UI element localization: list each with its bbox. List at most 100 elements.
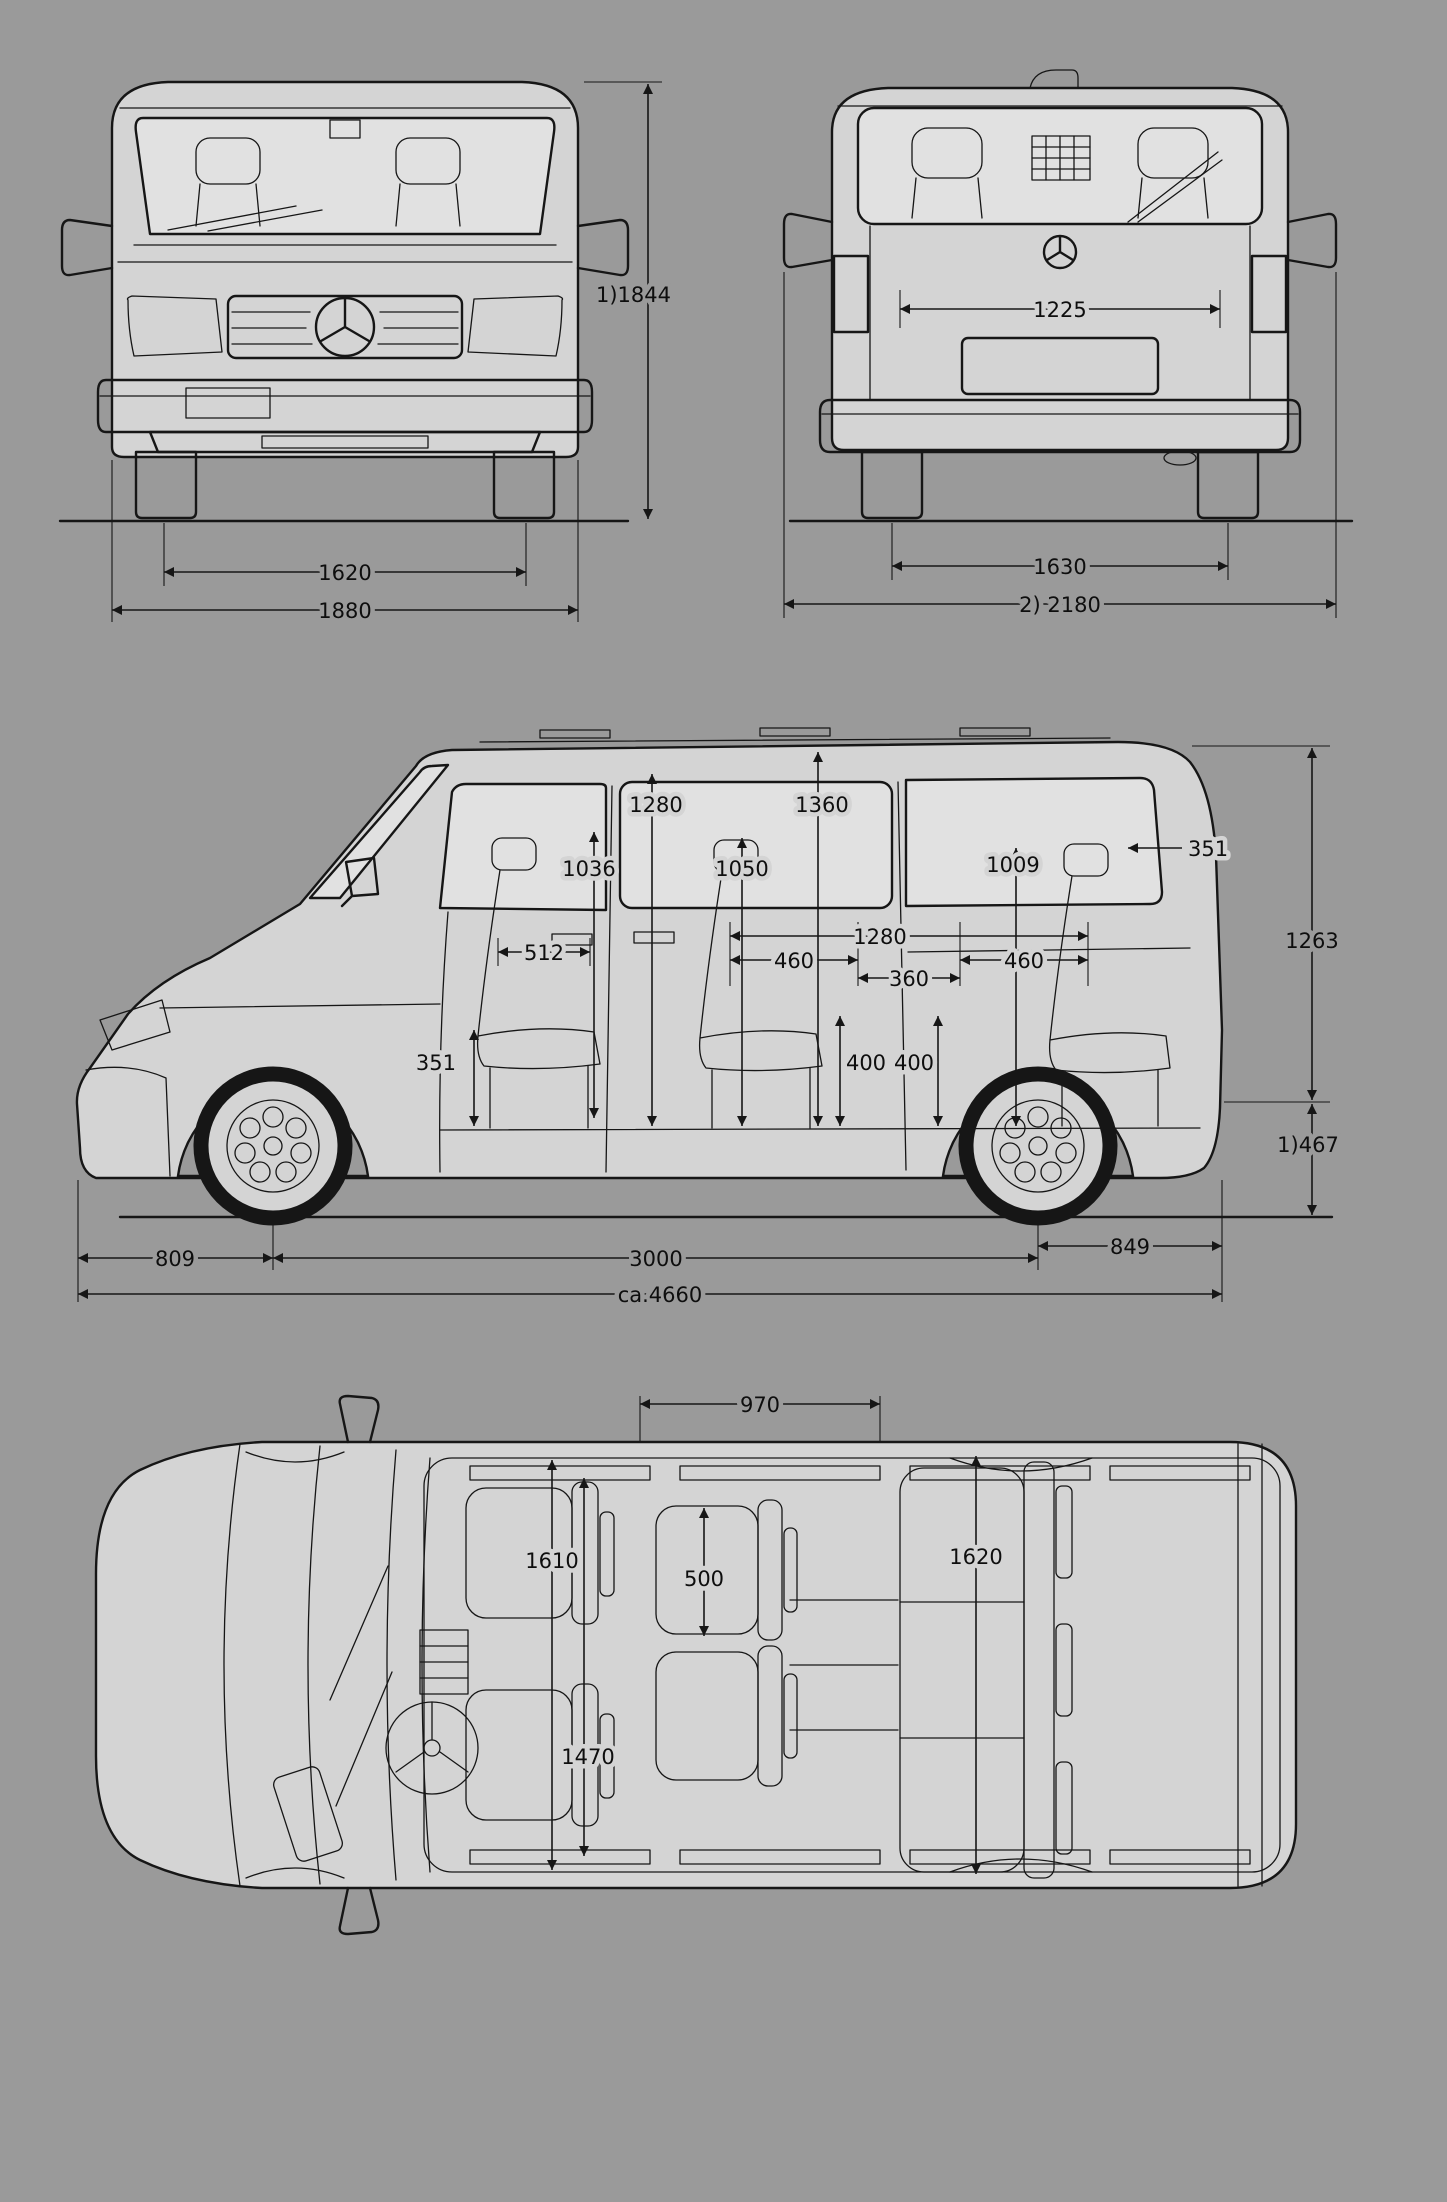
rear-star-icon — [1042, 234, 1078, 270]
left-tail-light — [832, 254, 870, 334]
floor-line — [439, 1127, 1201, 1131]
rear-right-tire — [1196, 450, 1260, 520]
dim-seat-height-mid: 400 — [846, 1051, 886, 1075]
roof-antenna — [1029, 69, 1079, 89]
license-plate-recess — [960, 336, 1160, 396]
dim-overall-length: ca.4660 — [618, 1283, 703, 1307]
dim-rear-overhang: 849 — [1110, 1235, 1150, 1259]
floor-rails — [789, 1599, 899, 1731]
dim-seat-pitch-3: 460 — [1004, 949, 1044, 973]
top-body — [94, 1440, 1298, 1890]
rear-bumper — [818, 398, 1302, 454]
sliding-door-rail — [907, 947, 1191, 953]
rear-arch-bulges — [949, 1457, 1093, 1873]
top-wipers — [329, 1565, 393, 1807]
tailgate-lines — [1237, 1443, 1263, 1887]
dim-seat-height-rear: 400 — [894, 1051, 934, 1075]
middle-row-seat-right — [655, 1645, 798, 1787]
top-dimensions: 970 1610 1470 500 1620 — [521, 1389, 1007, 1874]
rear-bench — [899, 1461, 1073, 1879]
rear-wiper — [1127, 151, 1223, 223]
rear-wheel — [958, 1066, 1118, 1226]
steered-front-wheel — [273, 1766, 343, 1862]
hood-cut-line — [223, 1443, 241, 1887]
center-vent-grid — [1031, 135, 1091, 181]
dim-front-interior-width: 1610 — [525, 1549, 578, 1573]
top-view: 970 1610 1470 500 1620 — [94, 1389, 1298, 1936]
top-left-mirror — [338, 1394, 380, 1444]
rear-left-tire — [860, 450, 924, 520]
side-headlight — [99, 999, 171, 1051]
center-console — [419, 1629, 469, 1695]
roof-strips — [469, 1465, 1251, 1865]
dim-rear-seat-clearance: 351 — [1188, 837, 1228, 861]
front-bumper — [96, 378, 594, 434]
mercedes-star-icon — [314, 296, 376, 358]
rear-right-mirror — [1286, 212, 1338, 269]
dim-overall-height: 1)1844 — [596, 283, 671, 307]
dim-front-seat-length: 512 — [524, 941, 564, 965]
rear-left-mirror — [782, 212, 834, 269]
dim-front-seat-height: 351 — [416, 1051, 456, 1075]
dim-rear-interior-width: 1620 — [949, 1545, 1002, 1569]
front-left-tire — [134, 450, 198, 520]
dim-mid-interior-height: 1360 — [795, 793, 848, 817]
dim-rear-headroom: 1009 — [986, 853, 1039, 877]
front-bumper-edge — [85, 1066, 171, 1177]
rear-headrests — [911, 127, 1209, 219]
front-door-window — [438, 782, 608, 912]
dim-front-overhang: 809 — [155, 1247, 195, 1271]
right-tail-light — [1250, 254, 1288, 334]
dim-center-seat-width: 500 — [684, 1567, 724, 1591]
left-headlight — [126, 295, 223, 357]
dim-seat-pitch-2: 360 — [889, 967, 929, 991]
dim-front-interior-height: 1280 — [629, 793, 682, 817]
dim-overall-width-mirrors: 2) 2180 — [1019, 593, 1101, 617]
air-intake — [261, 435, 429, 449]
rear-quarter-window — [904, 776, 1164, 908]
dim-seat-pitch-1: 460 — [774, 949, 814, 973]
steering-wheel — [385, 1701, 479, 1795]
side-dimensions: 1036 1280 1050 1360 1009 351 512 1280 46… — [77, 745, 1343, 1312]
dim-front-track: 1620 — [318, 561, 371, 585]
front-view: 1)1844 1620 1880 — [58, 80, 676, 628]
front-seat — [476, 837, 601, 1129]
dim-rear-track: 1630 — [1033, 555, 1086, 579]
windshield-base-line — [307, 1445, 321, 1885]
tailgate-edges — [869, 225, 1251, 401]
front-wheel — [193, 1066, 353, 1226]
dim-load-sill-height: 1)467 — [1277, 1133, 1339, 1157]
front-right-tire — [492, 450, 556, 520]
top-right-mirror — [338, 1886, 380, 1936]
dim-tailgate-inner-width: 1225 — [1033, 298, 1086, 322]
dim-body-width: 1880 — [318, 599, 371, 623]
right-mirror — [576, 218, 630, 277]
side-windshield — [308, 763, 450, 900]
rear-view: 1225 1630 2) 2180 — [782, 69, 1354, 622]
front-arch-bulges — [245, 1451, 345, 1879]
wipers — [167, 205, 323, 232]
dashboard-line — [421, 1457, 431, 1873]
body-crease — [159, 1003, 441, 1009]
dim-mid-interior-width: 1470 — [561, 1745, 614, 1769]
front-headrests — [195, 137, 461, 227]
middle-seat — [698, 839, 823, 1129]
dim-sliding-door-opening: 970 — [740, 1393, 780, 1417]
dim-seat-row-span: 1280 — [853, 925, 906, 949]
rearview-mirror — [329, 119, 361, 139]
front-door-rear-edge — [605, 785, 613, 1173]
grille — [226, 294, 464, 360]
roof-rails — [479, 727, 1111, 743]
front-dimensions: 1)1844 1620 1880 — [111, 81, 676, 628]
side-view: 1036 1280 1050 1360 1009 351 512 1280 46… — [75, 727, 1343, 1312]
front-windshield — [134, 116, 556, 236]
windshield-top-line — [386, 1449, 397, 1881]
front-door-front-edge — [439, 911, 449, 1173]
dim-upper-body-height: 1263 — [1285, 929, 1338, 953]
dim-front-door-height: 1036 — [562, 857, 615, 881]
dim-wheelbase: 3000 — [629, 1247, 682, 1271]
roof-edge — [423, 1457, 1281, 1873]
dim-mid-headroom: 1050 — [715, 857, 768, 881]
